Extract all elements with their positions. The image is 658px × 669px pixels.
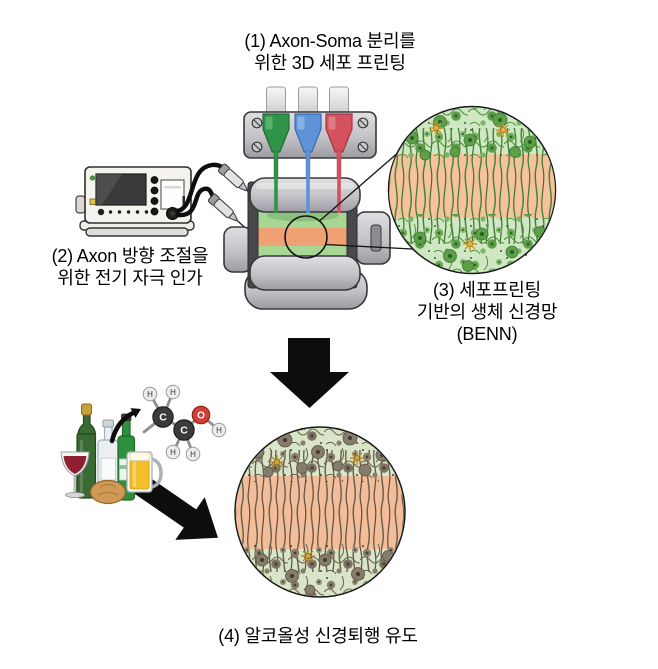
bioprinter — [243, 86, 377, 214]
device-button-column — [150, 176, 159, 216]
power-led — [89, 175, 96, 181]
roller-highlight — [256, 183, 354, 189]
printing-chamber — [223, 177, 391, 310]
step2-line1: (2) Axon 방향 조절을 — [51, 246, 209, 266]
device-screen — [95, 173, 147, 206]
step4-label: (4) 알코올성 신경퇴행 유도 — [138, 625, 498, 647]
device-stand-foot — [85, 227, 189, 237]
panel-notch — [182, 196, 185, 207]
screen-glare — [96, 174, 122, 205]
step2-label: (2) Axon 방향 조절을 위한 전기 자극 인가 — [8, 245, 252, 289]
healthy-benn-view — [387, 105, 557, 275]
step4-line1: (4) 알코올성 신경퇴행 유도 — [218, 626, 418, 646]
beer-mug — [126, 451, 163, 493]
champagne-bottle — [76, 403, 97, 499]
device-knob-center — [170, 211, 175, 216]
electrical-stimulator — [75, 166, 195, 237]
svg-text:H: H — [216, 426, 222, 435]
bread-loaf — [89, 479, 127, 505]
step3-line1: (3) 세포프린팅 — [433, 280, 541, 300]
atom-c-1: C — [152, 406, 174, 428]
alcohol-bottles — [60, 403, 163, 505]
atom-h-0: H — [142, 386, 158, 402]
step1-line1: (1) Axon-Soma 분리를 — [244, 31, 416, 51]
svg-text:C: C — [180, 425, 188, 437]
metabolism-arrow — [109, 408, 141, 444]
step3-label: (3) 세포프린팅 기반의 생체 신경망 (BENN) — [372, 279, 602, 345]
magnifier-circle — [284, 215, 328, 259]
step3-line2: 기반의 생체 신경망 — [416, 302, 558, 322]
step3-line3: (BENN) — [456, 324, 518, 344]
chamber-bottom-roller — [249, 255, 361, 291]
atom-h-7: H — [185, 446, 201, 462]
down-arrow — [270, 338, 349, 408]
step1-label: (1) Axon-Soma 분리를 위한 3D 세포 프린팅 — [160, 30, 500, 74]
svg-text:H: H — [190, 450, 196, 459]
yellow-button — [89, 198, 96, 205]
svg-text:H: H — [170, 388, 176, 397]
atom-h-1: H — [165, 384, 181, 400]
device-side-clip — [75, 195, 86, 214]
step1-line2: 위한 3D 세포 프린팅 — [254, 53, 406, 73]
svg-text:H: H — [147, 390, 153, 399]
atom-h-5: H — [211, 422, 227, 438]
step2-line2: 위한 전기 자극 인가 — [57, 268, 203, 288]
stimulation-probe-top — [217, 163, 270, 211]
svg-text:H: H — [170, 448, 176, 457]
device-right-panel — [160, 179, 185, 210]
svg-text:C: C — [159, 412, 167, 424]
device-button-row — [97, 208, 149, 216]
atom-o: O — [191, 405, 211, 425]
nozzle-tubes-over-chamber — [274, 151, 341, 213]
degenerated-benn-view — [234, 426, 406, 598]
nozzle-plunger-rods — [266, 86, 349, 116]
healthy-soma-zone-top — [389, 107, 555, 158]
ethanol-molecule: H H C C O H H H — [142, 384, 227, 462]
panel-slot — [164, 186, 181, 189]
chamber-right-notch — [370, 224, 382, 252]
svg-text:O: O — [197, 410, 205, 421]
healthy-neuron-nuclei — [410, 118, 532, 258]
atom-h-6: H — [165, 444, 181, 460]
atom-c-2: C — [173, 419, 195, 441]
wine-glass — [60, 451, 90, 498]
axon-channel-stripe — [258, 228, 352, 246]
bracket-screws — [251, 117, 369, 153]
